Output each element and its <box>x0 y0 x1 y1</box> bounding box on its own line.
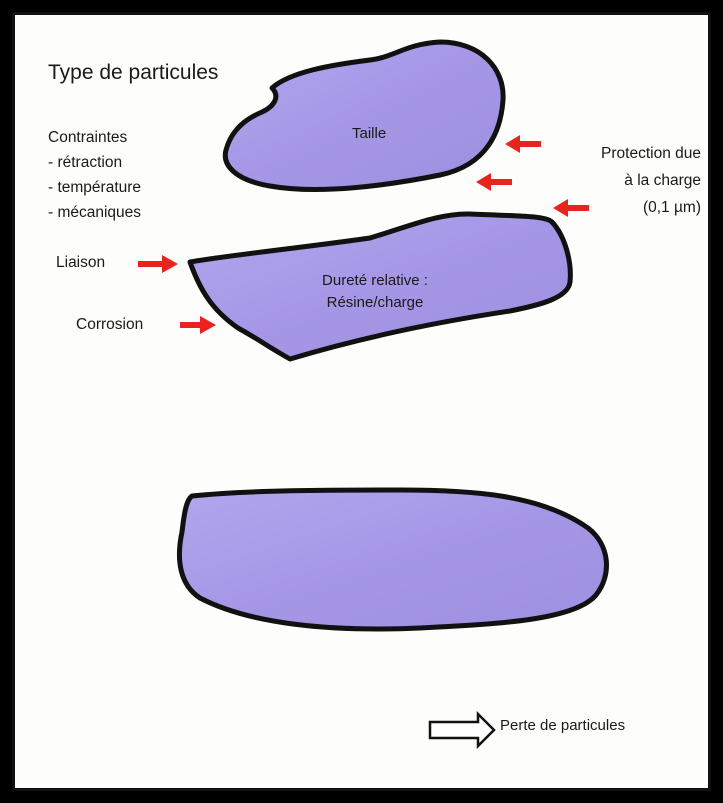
arrow-protection-2 <box>476 173 512 191</box>
liaison-label: Liaison <box>56 253 105 272</box>
protection-line: à la charge <box>601 167 701 194</box>
particle-taille <box>225 42 503 190</box>
durete-line: Résine/charge <box>305 292 445 314</box>
constraint-item: - température <box>48 175 141 200</box>
constraint-item: - rétraction <box>48 150 141 175</box>
particle-lost <box>179 490 606 629</box>
hollow-arrow-icon <box>430 714 494 746</box>
arrow-corrosion <box>180 316 216 334</box>
corrosion-label: Corrosion <box>76 315 143 334</box>
protection-line: Protection due <box>601 140 701 167</box>
constraints-list: Contraintes - rétraction - température -… <box>48 125 141 225</box>
constraint-item: - mécaniques <box>48 200 141 225</box>
durete-line: Dureté relative : <box>305 270 445 292</box>
taille-label: Taille <box>352 125 386 144</box>
constraints-heading: Contraintes <box>48 125 141 150</box>
protection-label: Protection due à la charge (0,1 µm) <box>601 140 701 221</box>
perte-label: Perte de particules <box>500 717 625 736</box>
protection-line: (0,1 µm) <box>601 194 701 221</box>
arrow-protection-1 <box>505 135 541 153</box>
arrow-liaison <box>138 255 178 273</box>
arrow-protection-3 <box>553 199 589 217</box>
diagram-title: Type de particules <box>48 60 218 86</box>
durete-label: Dureté relative : Résine/charge <box>305 270 445 314</box>
